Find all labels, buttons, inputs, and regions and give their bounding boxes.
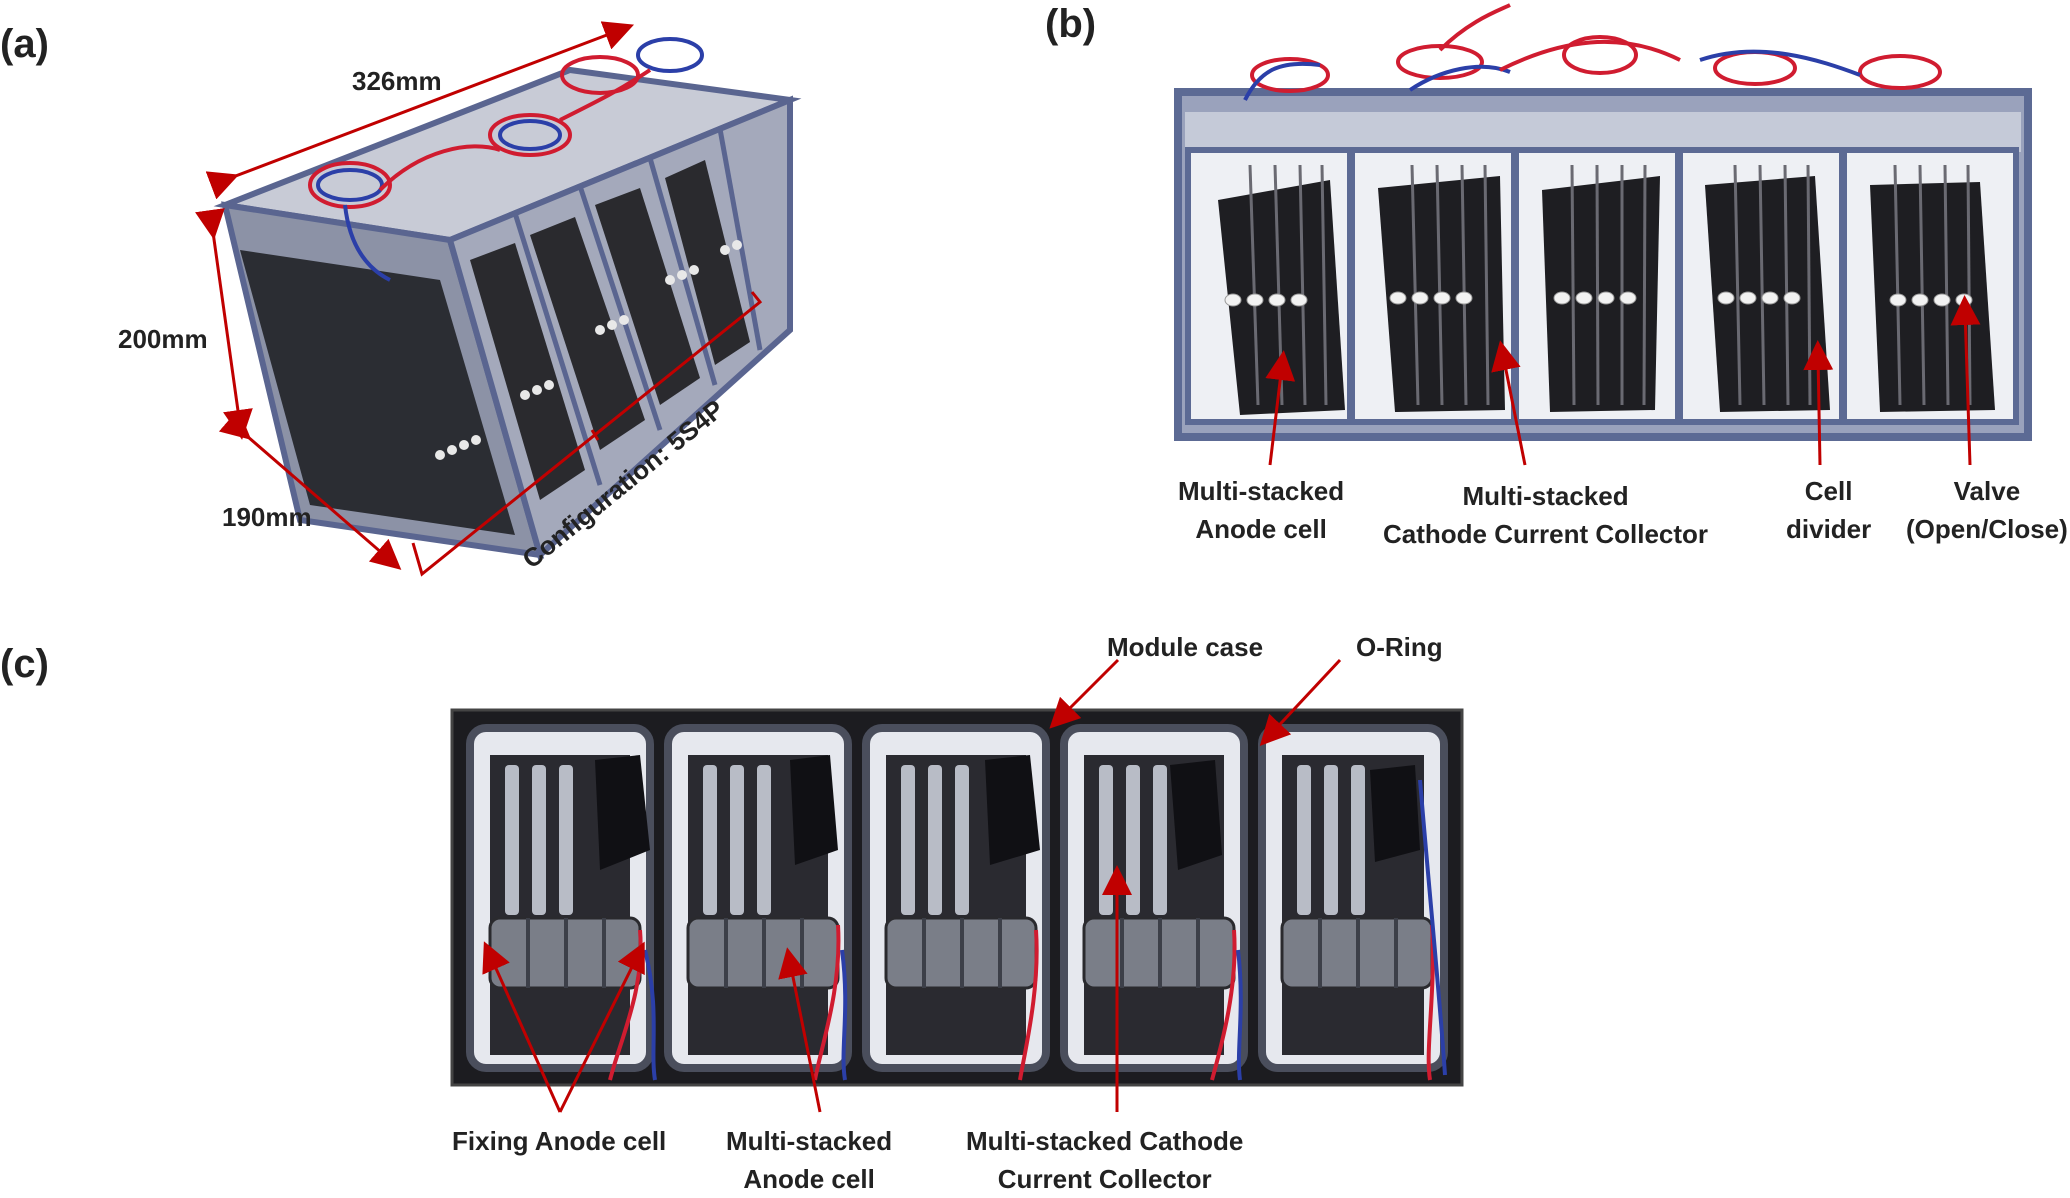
c-anode-cell-label: Multi-stacked Anode cell — [726, 1122, 892, 1198]
cathode-collector-label-line2: Cathode Current Collector — [1383, 519, 1709, 549]
panel-c-letter: (c) — [0, 642, 49, 686]
c-anode-cell-label-line2: Anode cell — [743, 1164, 875, 1194]
anode-cell-label-line2: Anode cell — [1195, 514, 1327, 544]
anode-cell-label: Multi-stacked Anode cell — [1178, 472, 1344, 548]
panel-a-letter: (a) — [0, 22, 49, 66]
cell-divider-label-line1: Cell — [1804, 476, 1853, 506]
cell-divider-label-line2: divider — [1786, 514, 1872, 544]
height-dimension-label: 200mm — [118, 324, 208, 354]
battery-module-top-photo — [450, 658, 1464, 1113]
cathode-collector-label: Multi-stacked Cathode Current Collector — [1383, 477, 1708, 553]
valve-label-line1: Valve — [1953, 476, 2021, 506]
valve-label: Valve (Open/Close) — [1906, 472, 2068, 548]
battery-module-front-photo — [1174, 3, 2032, 466]
cathode-collector-label-line1: Multi-stacked — [1462, 481, 1629, 511]
c-cathode-collector-label-line2: Current Collector — [997, 1164, 1212, 1194]
c-cathode-collector-label: Multi-stacked Cathode Current Collector — [966, 1122, 1243, 1198]
module-case-label: Module case — [1107, 632, 1264, 662]
length-dimension-label: 326mm — [352, 66, 442, 96]
width-dimension-label: 190mm — [222, 502, 312, 532]
o-ring-label: O-Ring — [1356, 632, 1443, 662]
cell-divider-label: Cell divider — [1786, 472, 1871, 548]
fixing-anode-cell-label: Fixing Anode cell — [452, 1126, 667, 1156]
panel-b-letter: (b) — [1045, 2, 1097, 46]
battery-module-3d-photo — [195, 21, 802, 577]
c-cathode-collector-label-line1: Multi-stacked Cathode — [966, 1126, 1244, 1156]
c-anode-cell-label-line1: Multi-stacked — [726, 1126, 893, 1156]
valve-label-line2: (Open/Close) — [1906, 514, 2068, 544]
anode-cell-label-line1: Multi-stacked — [1178, 476, 1345, 506]
